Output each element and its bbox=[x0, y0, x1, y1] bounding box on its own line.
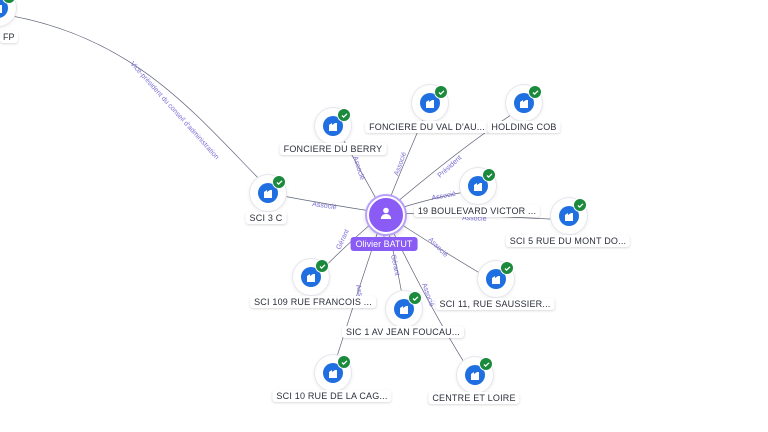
node-label-jean: SIC 1 AV JEAN FOUCAU... bbox=[342, 326, 464, 338]
edge-label-francois: Gérant bbox=[335, 228, 350, 250]
building-icon bbox=[323, 363, 343, 383]
check-icon bbox=[337, 355, 351, 369]
check-icon bbox=[272, 175, 286, 189]
building-icon bbox=[420, 93, 440, 113]
edge-label-berry: Associé bbox=[351, 155, 365, 181]
person-name-label: Olivier BATUT bbox=[350, 237, 418, 251]
check-icon bbox=[573, 198, 587, 212]
building-icon bbox=[301, 267, 321, 287]
node-label-mont: SCI 5 RUE DU MONT DO... bbox=[505, 235, 631, 247]
node-label-loire: CENTRE ET LOIRE bbox=[428, 392, 520, 404]
company-node-fp[interactable] bbox=[0, 0, 16, 26]
building-icon bbox=[0, 0, 8, 18]
company-node-sci3c[interactable] bbox=[250, 175, 286, 211]
node-label-francois: SCI 109 RUE FRANCOIS ... bbox=[250, 296, 376, 308]
edge-label-mont: Associé bbox=[462, 215, 487, 223]
building-icon bbox=[486, 269, 506, 289]
node-label-val: FONCIERE DU VAL D'AU... bbox=[365, 121, 489, 133]
company-node-jean[interactable] bbox=[386, 291, 422, 327]
edge-label-vp: Vice-président du conseil d'administrati… bbox=[129, 61, 220, 162]
node-label-boulevard: 19 BOULEVARD VICTOR ... bbox=[413, 205, 541, 217]
check-icon bbox=[337, 108, 351, 122]
edge-label-saussier: Associé bbox=[427, 236, 449, 258]
building-icon bbox=[465, 365, 485, 385]
edge-label-sci3c: Associé bbox=[312, 201, 337, 211]
company-node-saussier[interactable] bbox=[478, 261, 514, 297]
building-icon bbox=[468, 176, 488, 196]
edge-label-loire: Associé bbox=[420, 282, 435, 308]
check-icon bbox=[528, 85, 542, 99]
edge-label-jean: Gérant bbox=[389, 254, 400, 276]
company-node-loire[interactable] bbox=[457, 357, 493, 393]
company-node-mont[interactable] bbox=[551, 198, 587, 234]
check-icon bbox=[479, 357, 493, 371]
node-label-sci3c: SCI 3 C bbox=[245, 212, 287, 224]
building-icon bbox=[559, 206, 579, 226]
company-node-berry[interactable] bbox=[315, 108, 351, 144]
node-label-saussier: SCI 11, RUE SAUSSIER... bbox=[435, 298, 555, 310]
building-icon bbox=[394, 299, 414, 319]
check-icon bbox=[500, 261, 514, 275]
company-node-val[interactable] bbox=[412, 85, 448, 121]
edge-center-holding bbox=[383, 107, 523, 214]
check-icon bbox=[315, 259, 329, 273]
person-node-center[interactable] bbox=[367, 196, 405, 234]
building-icon bbox=[323, 116, 343, 136]
edge-fp-sci3c bbox=[11, 15, 269, 189]
edge-label-val: Associé bbox=[393, 151, 408, 177]
company-node-boulevard[interactable] bbox=[460, 168, 496, 204]
check-icon bbox=[434, 85, 448, 99]
node-label-holding: HOLDING COB bbox=[487, 121, 561, 133]
company-node-cage[interactable] bbox=[315, 355, 351, 391]
company-node-francois[interactable] bbox=[293, 259, 329, 295]
node-label-berry: FONCIERE DU BERRY bbox=[279, 143, 387, 155]
edge-label-boulevard: Associé bbox=[431, 191, 456, 202]
company-node-holding[interactable] bbox=[506, 85, 542, 121]
node-label-fp: FP bbox=[0, 31, 18, 43]
building-icon bbox=[514, 93, 534, 113]
building-icon bbox=[258, 183, 278, 203]
user-icon bbox=[379, 206, 393, 225]
node-label-cage: SCI 10 RUE DE LA CAG... bbox=[272, 390, 392, 402]
check-icon bbox=[408, 291, 422, 305]
check-icon bbox=[482, 168, 496, 182]
